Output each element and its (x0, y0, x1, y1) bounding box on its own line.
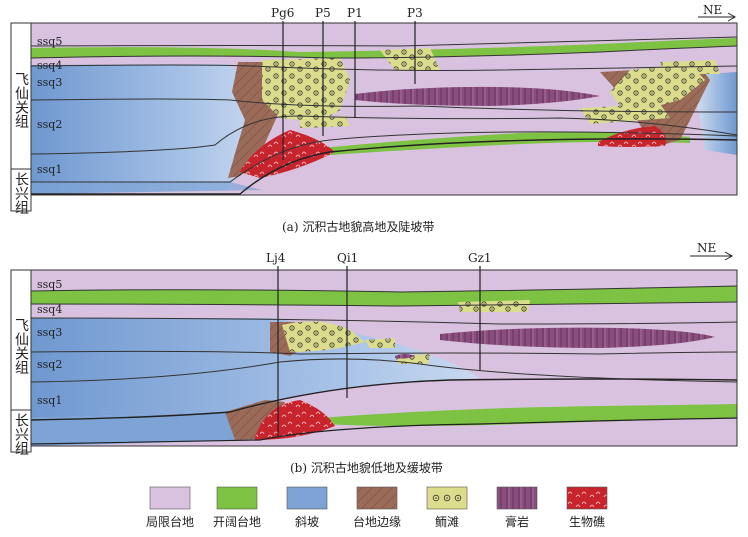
legend-label-slope: 斜坡 (295, 515, 319, 529)
panel-a-layer-ssq4: ssq4 (37, 59, 62, 72)
panel-b-changxing-column (10, 409, 32, 453)
panel-b-well-lj4: Lj4 (266, 251, 286, 265)
legend-label-oolitic-shoal: 鲕滩 (435, 515, 459, 529)
panel-a-layer-ssq3: ssq3 (37, 76, 62, 89)
legend-label-gypsum: 膏岩 (505, 514, 529, 529)
panel-b-layer-ssq2: ssq2 (37, 358, 62, 371)
panel-a-slope-left (31, 64, 262, 194)
panel-b-wells (277, 266, 481, 436)
panel-a-oolitic-shoal-small (300, 116, 350, 128)
legend-label-platform-margin: 台地边缘 (353, 514, 401, 529)
panel-b-layer-ssq5: ssq5 (37, 278, 62, 291)
panel-a-ne-arrow (698, 12, 737, 22)
panel-a-oolitic-shoal-right-lower (580, 104, 670, 124)
panel-a-direction: NE (703, 3, 722, 17)
panel-b-oolitic-shoal-main (282, 321, 365, 352)
slope-swatch (286, 486, 328, 510)
panel-a-wells (282, 21, 416, 160)
panel-b-layer-ssq1: ssq1 (37, 394, 62, 407)
open-platform-swatch (216, 486, 258, 510)
gypsum-swatch (496, 486, 538, 510)
panel-b-gypsum-lens (440, 327, 715, 348)
restricted-platform-swatch (149, 486, 191, 510)
panel-a-bioherm-right (598, 126, 667, 147)
panel-a-well-p5: P5 (315, 6, 331, 20)
panel-b (10, 251, 738, 453)
panel-a-well-pg6: Pg6 (271, 6, 294, 20)
panel-b-sequence-boundaries (30, 285, 738, 383)
panel-a-bioherm-left (240, 130, 335, 178)
panel-b-open-platform-band (31, 286, 737, 306)
panel-a-group-feixianguan: 飞仙关组 (13, 72, 29, 128)
panel-a-oolitic-shoal-right (610, 64, 705, 108)
panel-a-gypsum-lens (355, 86, 600, 106)
panel-b-well-gz1: Gz1 (468, 251, 492, 265)
panel-b-ne-arrow (690, 251, 734, 261)
legend-label-open-platform: 开阔台地 (213, 514, 261, 529)
panel-a-changxing-column (10, 168, 32, 212)
panel-a-layer-ssq5: ssq5 (37, 35, 62, 48)
panel-b-direction: NE (697, 241, 716, 255)
panel-b-slope-lower (31, 412, 260, 446)
panel-b-oolitic-shoal-small (365, 338, 395, 348)
bioherm-swatch (566, 486, 608, 510)
panel-a-caption: (a) 沉积古地貌高地及陡坡带 (282, 219, 434, 234)
panel-b-well-qi1: Qi1 (337, 251, 358, 265)
panel-b-group-changxing: 长兴组 (13, 413, 29, 455)
panel-a-open-platform-lower (300, 132, 690, 157)
panel-b-bioherm (255, 400, 335, 440)
panel-b-oolitic-shoal-gz1 (458, 300, 530, 312)
panel-a-oolitic-shoal-p3 (380, 48, 440, 70)
panel-a-sequence-boundaries (30, 36, 738, 183)
panel-a-layer-ssq1: ssq1 (37, 163, 62, 176)
legend-label-bioherm: 生物礁 (569, 514, 605, 529)
oolitic-shoal-swatch-dots (432, 494, 462, 502)
legend-label-restricted-platform: 局限台地 (146, 514, 194, 529)
legend: 局限台地 开阔台地 斜坡 台地边缘 鲕滩 膏岩 生物礁 (146, 486, 608, 529)
panel-b-layer-ssq3: ssq3 (37, 326, 62, 339)
panel-a-well-p1: P1 (347, 6, 363, 20)
panel-b-layer-ssq4: ssq4 (37, 303, 62, 316)
panel-b-group-feixianguan: 飞仙关组 (13, 318, 29, 374)
panel-a-group-changxing: 长兴组 (13, 172, 29, 214)
panel-a-layer-ssq2: ssq2 (37, 118, 62, 131)
panel-b-caption: (b) 沉积古地貌低地及缓坡带 (290, 460, 443, 475)
platform-margin-swatch (356, 486, 398, 510)
panel-a-well-p3: P3 (407, 6, 423, 20)
panel-a (10, 12, 738, 212)
